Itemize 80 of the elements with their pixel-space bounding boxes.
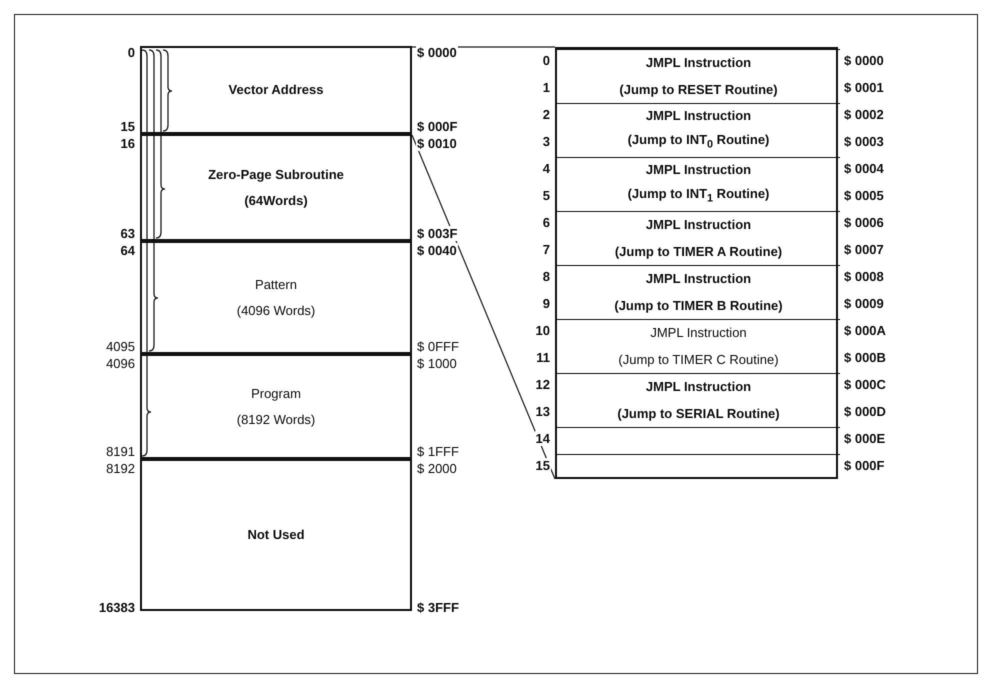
block-note: (Jump to INT$_{0}$ Routine) bbox=[628, 132, 770, 153]
block-title: JMPL Instruction bbox=[650, 325, 747, 342]
memory-block bbox=[140, 134, 412, 241]
memory-block bbox=[140, 241, 412, 354]
address-number: 0 bbox=[126, 44, 136, 60]
hex-address: $ 003F bbox=[416, 226, 458, 240]
address-number: 14 bbox=[534, 431, 551, 446]
address-number: 4096 bbox=[105, 356, 136, 370]
hex-address: $ 2000 bbox=[416, 460, 458, 476]
address-number: 16 bbox=[120, 136, 136, 150]
block-title: JMPL Instruction bbox=[646, 55, 752, 72]
address-number: 8192 bbox=[105, 460, 136, 476]
vector-table bbox=[555, 47, 838, 479]
block-note: (4096 Words) bbox=[236, 302, 316, 318]
block-note: (Jump to INT$_{1}$ Routine) bbox=[628, 186, 770, 207]
address-number: 4095 bbox=[105, 338, 136, 354]
address-number: 2 bbox=[542, 107, 551, 122]
expansion-line bbox=[411, 134, 556, 480]
memory-block bbox=[140, 46, 412, 134]
address-number: 1 bbox=[542, 80, 551, 95]
hex-address: $ 3FFF bbox=[416, 600, 460, 614]
hex-address: $ 0001 bbox=[843, 80, 885, 95]
address-number: 7 bbox=[542, 242, 551, 257]
block-title: Program bbox=[251, 386, 301, 402]
block-note: (Jump to RESET Routine) bbox=[619, 82, 778, 98]
hex-address: $ 000F bbox=[416, 118, 458, 134]
block-title: Not Used bbox=[247, 527, 305, 543]
block-title: Vector Address bbox=[228, 82, 324, 98]
hex-address: $ 0010 bbox=[416, 136, 458, 150]
hex-address: $ 000D bbox=[843, 404, 887, 419]
address-number: 16383 bbox=[98, 600, 136, 614]
hex-address: $ 0005 bbox=[843, 188, 885, 203]
memory-block bbox=[140, 459, 412, 611]
hex-address: $ 1FFF bbox=[416, 444, 460, 458]
hex-address: $ 000F bbox=[843, 458, 886, 473]
address-number: 6 bbox=[542, 215, 551, 230]
address-number: 3 bbox=[542, 134, 551, 149]
address-number: 0 bbox=[542, 53, 551, 68]
block-note: (Jump to TIMER A Routine) bbox=[614, 244, 782, 260]
block-note: (8192 Words) bbox=[236, 412, 316, 428]
block-note: (Jump to TIMER B Routine) bbox=[614, 298, 783, 314]
hex-address: $ 0002 bbox=[843, 107, 885, 122]
address-number: 63 bbox=[120, 226, 136, 240]
memory-block bbox=[140, 354, 412, 459]
block-title: JMPL Instruction bbox=[646, 379, 752, 396]
block-note: (64Words) bbox=[244, 192, 308, 208]
hex-address: $ 000E bbox=[843, 431, 886, 446]
address-number: 9 bbox=[542, 296, 551, 311]
hex-address: $ 0000 bbox=[416, 44, 458, 60]
address-number: 11 bbox=[535, 350, 551, 365]
block-note: (Jump to SERIAL Routine) bbox=[617, 406, 780, 422]
hex-address: $ 0006 bbox=[843, 215, 885, 230]
hex-address: $ 1000 bbox=[416, 356, 458, 370]
block-title: Pattern bbox=[255, 276, 297, 292]
hex-address: $ 0007 bbox=[843, 242, 885, 257]
address-number: 13 bbox=[534, 404, 551, 419]
hex-address: $ 0009 bbox=[843, 296, 885, 311]
address-number: 4 bbox=[542, 161, 551, 176]
hex-address: $ 0004 bbox=[843, 161, 885, 176]
address-number: 64 bbox=[120, 242, 136, 258]
block-title: JMPL Instruction bbox=[646, 217, 752, 234]
address-number: 5 bbox=[542, 188, 551, 203]
block-title: JMPL Instruction bbox=[646, 108, 752, 124]
block-title: Zero-Page Subroutine bbox=[208, 166, 344, 182]
hex-address: $ 0FFF bbox=[416, 338, 460, 354]
address-number: 12 bbox=[534, 377, 551, 392]
hex-address: $ 0000 bbox=[843, 53, 885, 68]
block-note: (Jump to TIMER C Routine) bbox=[618, 352, 779, 368]
address-number: 10 bbox=[534, 323, 551, 338]
address-number: 8191 bbox=[105, 444, 136, 458]
hex-address: $ 000B bbox=[843, 350, 887, 365]
hex-address: $ 0008 bbox=[843, 269, 885, 284]
address-number: 15 bbox=[534, 458, 551, 473]
block-title: JMPL Instruction bbox=[646, 162, 752, 178]
block-title: JMPL Instruction bbox=[646, 271, 752, 288]
hex-address: $ 000C bbox=[843, 377, 887, 392]
hex-address: $ 000A bbox=[843, 323, 887, 338]
hex-address: $ 0003 bbox=[843, 134, 885, 149]
address-number: 8 bbox=[542, 269, 551, 284]
hex-address: $ 0040 bbox=[416, 242, 458, 258]
